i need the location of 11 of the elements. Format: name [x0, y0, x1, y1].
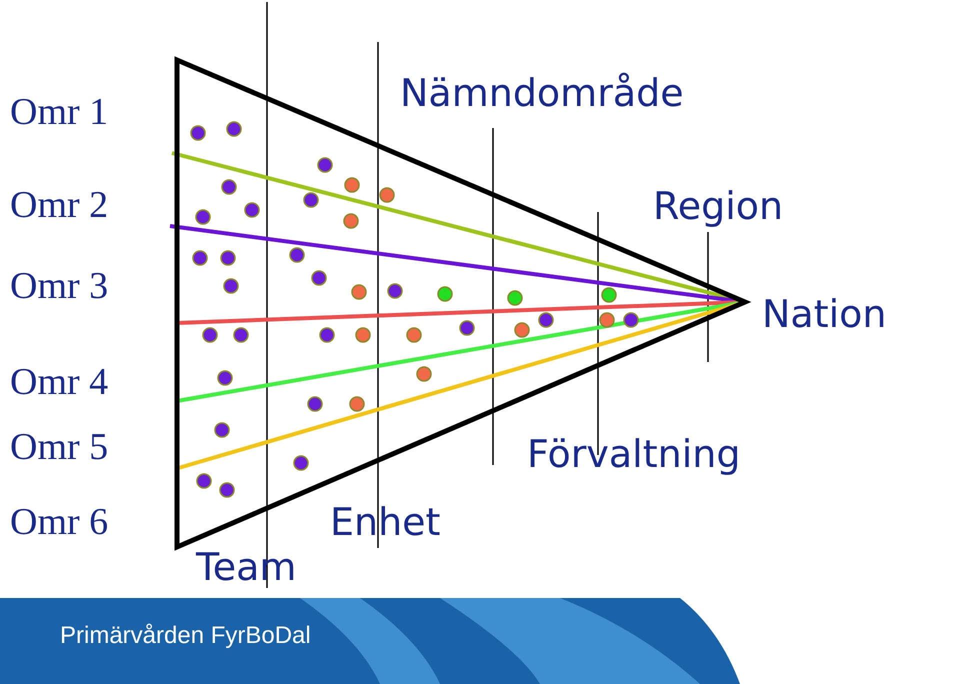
- level-label: Region: [653, 187, 784, 225]
- region-label: Omr 5: [10, 428, 108, 466]
- level-label: Nation: [762, 295, 887, 333]
- footer-text: Primärvården FyrBoDal: [60, 624, 311, 648]
- region-label: Omr 6: [10, 503, 108, 541]
- region-label: Omr 3: [10, 267, 108, 305]
- region-label: Omr 2: [10, 186, 108, 224]
- region-label: Omr 4: [10, 363, 108, 401]
- level-label: Nämndområde: [400, 74, 684, 112]
- level-label: Förvaltning: [527, 435, 740, 473]
- region-label: Omr 1: [10, 93, 108, 131]
